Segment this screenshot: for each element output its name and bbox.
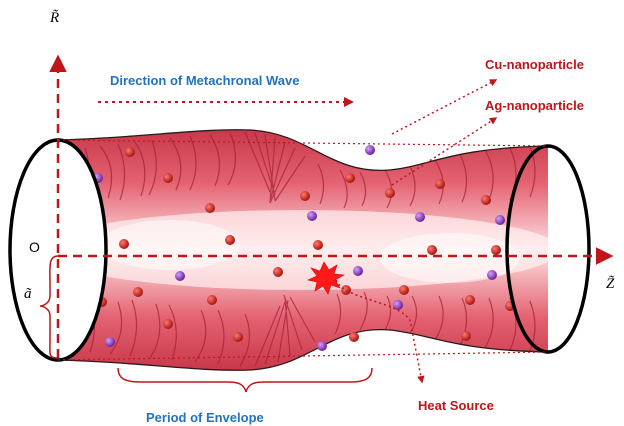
period-brace xyxy=(118,368,372,392)
cu-pointer xyxy=(392,80,496,134)
z-axis-label: Z̃ xyxy=(606,276,615,292)
origin-label: O xyxy=(29,239,40,255)
cu-nanoparticle-label: Cu-nanoparticle xyxy=(485,57,584,72)
wave-direction-label: Direction of Metachronal Wave xyxy=(110,73,300,88)
radius-label: ã xyxy=(24,286,32,302)
tube-body xyxy=(40,130,560,371)
heat-source-label: Heat Source xyxy=(418,398,494,413)
period-of-envelope-label: Period of Envelope xyxy=(146,410,264,425)
r-axis-label: R̃ xyxy=(49,10,59,26)
ag-nanoparticle-label: Ag-nanoparticle xyxy=(485,98,584,113)
